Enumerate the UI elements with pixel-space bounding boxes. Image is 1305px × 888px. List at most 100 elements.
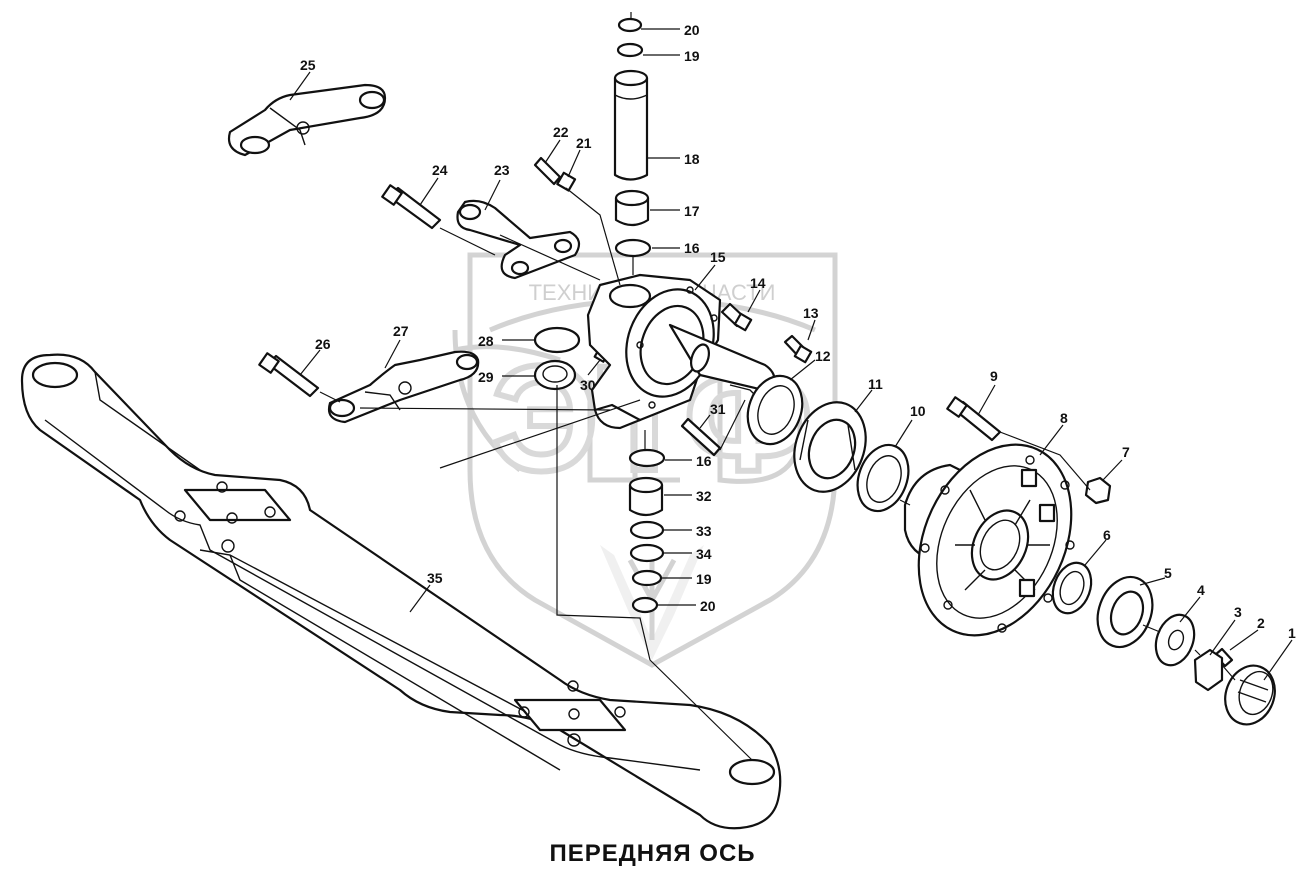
callout-9: 9 (977, 368, 998, 416)
bolt-13 (783, 334, 813, 364)
nut-7 (1084, 476, 1112, 505)
callout-27: 27 (384, 323, 409, 369)
callout-number: 3 (1234, 604, 1242, 620)
washer-28 (533, 326, 581, 354)
callout-7: 7 (1102, 444, 1130, 481)
callout-28: 28 (478, 333, 535, 349)
callout-5: 5 (1139, 565, 1172, 586)
callout-number: 31 (710, 401, 726, 417)
callout-1: 1 (1263, 625, 1296, 681)
steering-arm-25 (227, 83, 387, 157)
callout-34: 34 (664, 546, 712, 562)
callout-number: 9 (990, 368, 998, 384)
callout-number: 33 (696, 523, 712, 539)
washer-4 (1154, 613, 1196, 667)
callout-number: 28 (478, 333, 494, 349)
callout-number: 20 (684, 22, 700, 38)
callout-number: 7 (1122, 444, 1130, 460)
callout-2: 2 (1229, 615, 1265, 651)
callout-number: 19 (696, 571, 712, 587)
callout-31: 31 (699, 401, 726, 429)
bolt-14 (720, 302, 753, 332)
bearing-29 (533, 359, 577, 391)
axle-beam (20, 353, 782, 830)
callout-number: 22 (553, 124, 569, 140)
callout-number: 2 (1257, 615, 1265, 631)
callout-12: 12 (789, 348, 831, 381)
callout-number: 26 (315, 336, 331, 352)
callout-number: 24 (432, 162, 448, 178)
callout-19-lower: 19 (662, 571, 712, 587)
steering-arm-23 (456, 199, 581, 280)
kingpin-upper-stack (613, 12, 652, 258)
callout-number: 35 (427, 570, 443, 586)
stud-22 (533, 156, 562, 186)
bolt-31 (680, 417, 722, 457)
callout-22: 22 (544, 124, 569, 164)
callout-20-lower: 20 (657, 598, 716, 614)
callout-number: 27 (393, 323, 409, 339)
callout-33: 33 (664, 523, 712, 539)
callout-number: 6 (1103, 527, 1111, 543)
kingpin-lower-stack (628, 448, 666, 614)
callout-number: 16 (684, 240, 700, 256)
callout-number: 11 (868, 376, 883, 392)
callout-10: 10 (894, 403, 926, 448)
callout-number: 18 (684, 151, 700, 167)
callout-13: 13 (803, 305, 819, 341)
callout-21: 21 (567, 135, 592, 178)
callout-number: 32 (696, 488, 712, 504)
callout-29: 29 (478, 369, 535, 385)
callout-25: 25 (289, 57, 316, 101)
nut-21 (556, 171, 577, 192)
bolt-26 (258, 352, 320, 398)
bearing-11 (793, 401, 867, 493)
callout-6: 6 (1084, 527, 1111, 566)
callout-number: 1 (1288, 625, 1296, 641)
callout-number: 19 (684, 48, 700, 64)
callout-number: 8 (1060, 410, 1068, 426)
callout-14: 14 (747, 275, 766, 313)
callout-26: 26 (299, 336, 331, 376)
callout-17: 17 (650, 203, 700, 219)
bolt-9 (946, 396, 1002, 442)
callout-number: 20 (700, 598, 716, 614)
callout-number: 23 (494, 162, 510, 178)
steering-arm-27 (327, 350, 480, 424)
callout-number: 4 (1197, 582, 1205, 598)
callout-number: 16 (696, 453, 712, 469)
wheel-hub-8 (903, 443, 1075, 637)
callout-32: 32 (664, 488, 712, 504)
callout-20-upper: 20 (641, 22, 700, 38)
callout-number: 10 (910, 403, 926, 419)
callout-number: 5 (1164, 565, 1172, 581)
seal-10 (856, 443, 910, 513)
seal-12 (746, 374, 804, 446)
callout-number: 30 (580, 377, 596, 393)
callout-number: 34 (696, 546, 712, 562)
callout-16-upper: 16 (652, 240, 700, 256)
callout-number: 12 (815, 348, 831, 364)
callout-23: 23 (484, 162, 510, 211)
callout-8: 8 (1039, 410, 1068, 456)
hub-cap-1 (1224, 664, 1276, 726)
callout-number: 15 (710, 249, 726, 265)
bolt-24 (381, 184, 442, 230)
callout-15: 15 (694, 249, 726, 291)
callout-number: 25 (300, 57, 316, 73)
callout-19-upper: 19 (643, 48, 700, 64)
callout-number: 29 (478, 369, 494, 385)
callout-number: 21 (576, 135, 592, 151)
callout-number: 13 (803, 305, 819, 321)
seal-6 (1051, 561, 1093, 615)
callout-4: 4 (1179, 582, 1205, 623)
callout-number: 17 (684, 203, 700, 219)
nut-3 (1193, 648, 1224, 692)
callout-3: 3 (1209, 604, 1242, 656)
callout-18: 18 (647, 151, 700, 167)
assembly-center-lines (319, 187, 1236, 761)
diagram-caption: ПЕРЕДНЯЯ ОСЬ (549, 840, 756, 867)
callout-24: 24 (419, 162, 448, 206)
callout-35: 35 (409, 570, 443, 613)
